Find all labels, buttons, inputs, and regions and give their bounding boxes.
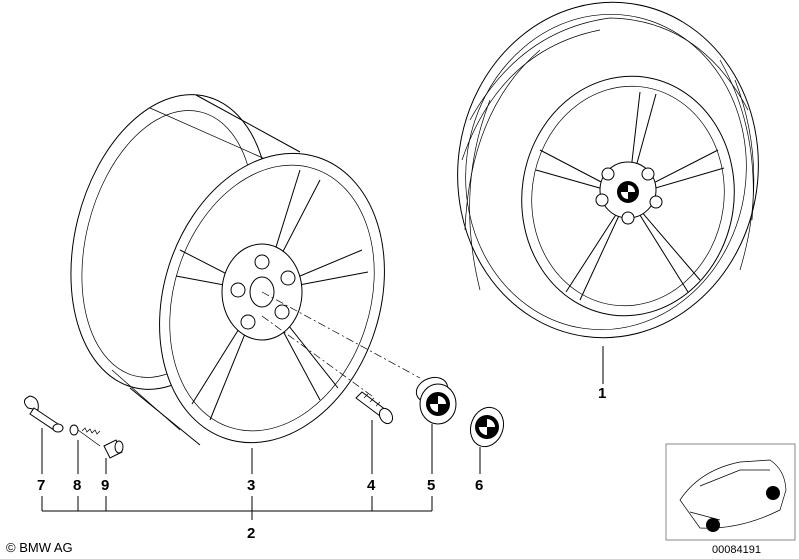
complete-wheel-with-tire <box>457 1 759 339</box>
callout-9: 9 <box>101 477 109 494</box>
callout-6: 6 <box>475 477 483 494</box>
callout-1: 1 <box>598 385 606 402</box>
assembly-lines <box>261 291 421 397</box>
callout-7: 7 <box>37 477 45 494</box>
callout-3: 3 <box>247 477 255 494</box>
light-alloy-rim <box>70 94 385 446</box>
emblem <box>469 406 505 448</box>
tire-valve <box>24 395 64 433</box>
callout-5: 5 <box>427 477 435 494</box>
callout-4: 4 <box>367 477 376 494</box>
copyright-label: © BMW AG <box>6 540 73 555</box>
leader-lines <box>41 346 604 520</box>
callout-2: 2 <box>247 525 255 542</box>
valve-insert <box>69 424 101 447</box>
wheel-bolt <box>355 391 394 425</box>
valve-cap <box>103 439 124 459</box>
hub-cap <box>415 376 457 425</box>
document-number: 00084191 <box>712 544 761 556</box>
tire-tread-pattern <box>461 17 755 291</box>
callout-8: 8 <box>73 477 81 494</box>
car-thumbnail-icon <box>665 443 796 541</box>
bmw-roundel-icon <box>617 181 639 203</box>
